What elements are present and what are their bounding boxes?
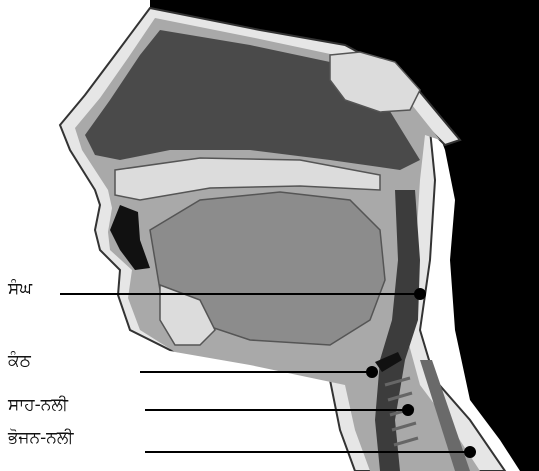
label-larynx: ਕੰਠ (8, 353, 31, 370)
leader-trachea-dot (403, 405, 413, 415)
label-esophagus: ਭੋਜਨ-ਨਲੀ (8, 430, 74, 447)
leader-esophagus-dot (465, 447, 475, 457)
label-throat: ਸੰਘ (8, 281, 32, 298)
leader-throat-dot (415, 289, 425, 299)
label-trachea: ਸਾਹ-ਨਲੀ (8, 397, 68, 414)
leader-larynx-dot (367, 367, 377, 377)
